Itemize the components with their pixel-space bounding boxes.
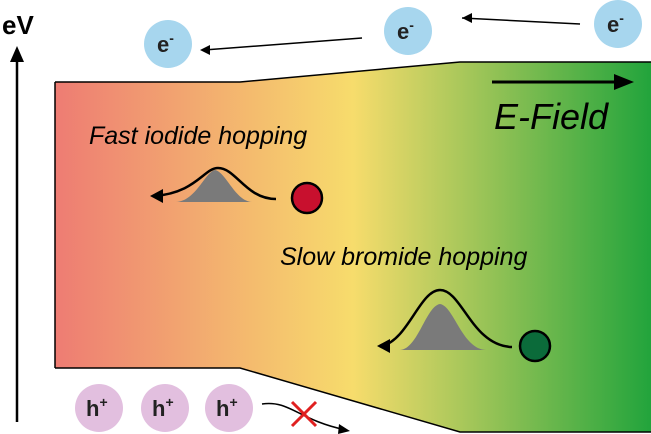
fast-peak-shape: [176, 170, 252, 202]
electron-2-charge: -: [409, 17, 414, 33]
fast-iodide-label: Fast iodide hopping: [89, 122, 307, 150]
svg-text:h+: h+: [216, 394, 238, 421]
hole-3: h+: [205, 384, 253, 432]
hole-2: h+: [141, 384, 189, 432]
electron-1: e-: [144, 20, 192, 68]
slow-peak-shape: [400, 304, 486, 350]
svg-text:h+: h+: [86, 394, 108, 421]
hole-2-charge: +: [165, 394, 173, 410]
band-region: [55, 62, 651, 432]
slow-bromide-label: Slow bromide hopping: [280, 243, 527, 271]
hole-3-symbol: h: [216, 396, 229, 421]
electron-2: e-: [384, 7, 432, 55]
hole-blocked-arrow: [261, 402, 347, 431]
hole-1-charge: +: [99, 394, 107, 410]
band-top-edge: [55, 61, 651, 83]
slow-hop-curve: [381, 288, 513, 349]
hole-1-symbol: h: [86, 396, 99, 421]
electron-arrow-left-head: [200, 45, 210, 55]
bromide-ion: [518, 329, 552, 363]
energy-axis-label: eV: [2, 10, 34, 40]
electron-1-charge: -: [169, 30, 174, 46]
electron-2-symbol: e: [397, 19, 409, 44]
svg-text:e-: e-: [607, 10, 624, 37]
electron-1-symbol: e: [157, 32, 169, 57]
hole-3-charge: +: [229, 394, 237, 410]
electron-arrow-left: [203, 37, 363, 51]
fast-hop-arrowhead: [150, 189, 163, 203]
svg-text:e-: e-: [157, 30, 174, 57]
electron-3: e-: [594, 0, 642, 48]
electron-arrow-right-head: [462, 13, 472, 23]
efield-label: E-Field: [494, 96, 609, 137]
energy-axis-arrowhead: [10, 46, 24, 62]
electron-3-symbol: e: [607, 12, 619, 37]
svg-text:e-: e-: [397, 17, 414, 44]
iodide-ion: [290, 181, 324, 215]
blocked-x-icon: [290, 400, 318, 428]
band-bottom-edge: [55, 367, 651, 433]
efield-arrowhead: [614, 74, 634, 90]
electron-arrow-right: [461, 17, 581, 25]
fast-hop-curve: [153, 166, 277, 201]
electron-3-charge: -: [619, 10, 624, 26]
hole-blocked-arrowhead: [338, 424, 350, 434]
slow-hop-arrowhead: [377, 339, 390, 353]
hole-1: h+: [75, 384, 123, 432]
hole-2-symbol: h: [152, 396, 165, 421]
svg-text:h+: h+: [152, 394, 174, 421]
